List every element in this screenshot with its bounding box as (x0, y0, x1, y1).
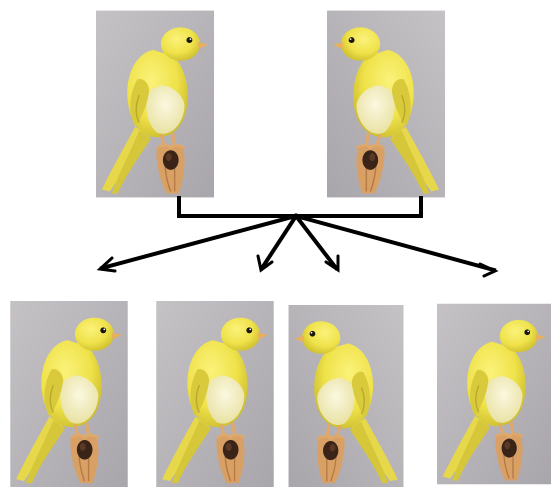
arrowhead-3 (324, 254, 340, 273)
offspring-canary-4 (437, 302, 551, 486)
arrow-line-1 (99, 213, 299, 271)
inheritance-connector (99, 196, 497, 273)
offspring-canary-3 (288, 305, 404, 487)
offspring-canary-1 (10, 301, 128, 487)
arrow-line-4 (293, 213, 497, 273)
offspring-canary-2 (156, 301, 274, 487)
arrowhead-2 (256, 254, 274, 273)
arrow-line-3 (293, 213, 339, 271)
arrow-line-2 (259, 213, 299, 271)
parent-canary-left (96, 10, 214, 198)
parent-canary-right (327, 10, 445, 198)
arrowhead-1 (96, 256, 117, 273)
arrowheads (96, 254, 499, 278)
parent-bracket (177, 196, 423, 218)
arrowhead-4 (478, 262, 499, 278)
